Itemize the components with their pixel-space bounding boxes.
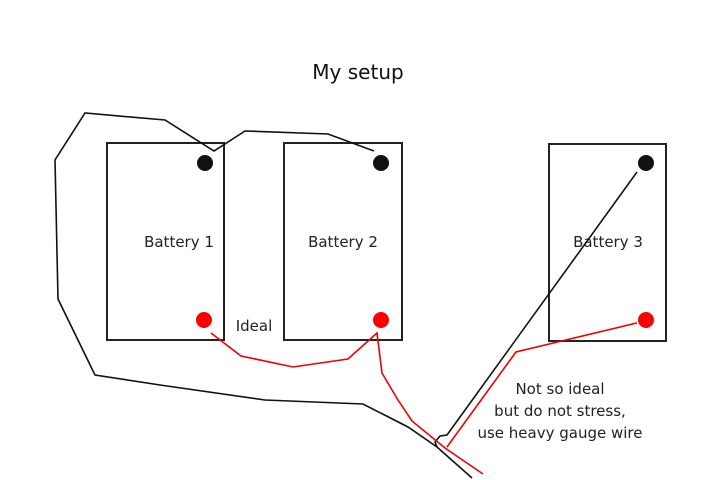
battery-3-positive-terminal <box>638 312 654 328</box>
battery-1-negative-terminal <box>197 155 213 171</box>
battery-2: Battery 2 <box>283 142 403 341</box>
battery-2-case <box>283 142 403 341</box>
battery-1: Battery 1 <box>106 142 225 341</box>
battery-3-negative-terminal <box>638 155 654 171</box>
battery-1-positive-terminal <box>196 312 212 328</box>
positive-wire-battery-3 <box>446 322 638 448</box>
battery-2-label: Battery 2 <box>308 233 378 251</box>
battery-2-positive-terminal <box>373 312 389 328</box>
battery-3-case <box>548 143 667 342</box>
battery-3-label: Battery 3 <box>573 233 643 251</box>
battery-1-label: Battery 1 <box>144 233 214 251</box>
negative-wire-ideal <box>54 112 473 479</box>
diagram-title: My setup <box>312 60 403 84</box>
battery-1-case <box>106 142 225 341</box>
ideal-annotation: Ideal <box>236 317 273 335</box>
not-ideal-annotation-line-2: but do not stress, <box>494 402 626 420</box>
negative-wire-battery-3 <box>434 171 638 448</box>
not-ideal-annotation-line-3: use heavy gauge wire <box>477 424 642 442</box>
positive-wire-ideal <box>210 331 484 475</box>
not-ideal-annotation-line-1: Not so ideal <box>515 380 604 398</box>
battery-3: Battery 3 <box>548 143 667 342</box>
battery-2-negative-terminal <box>373 155 389 171</box>
